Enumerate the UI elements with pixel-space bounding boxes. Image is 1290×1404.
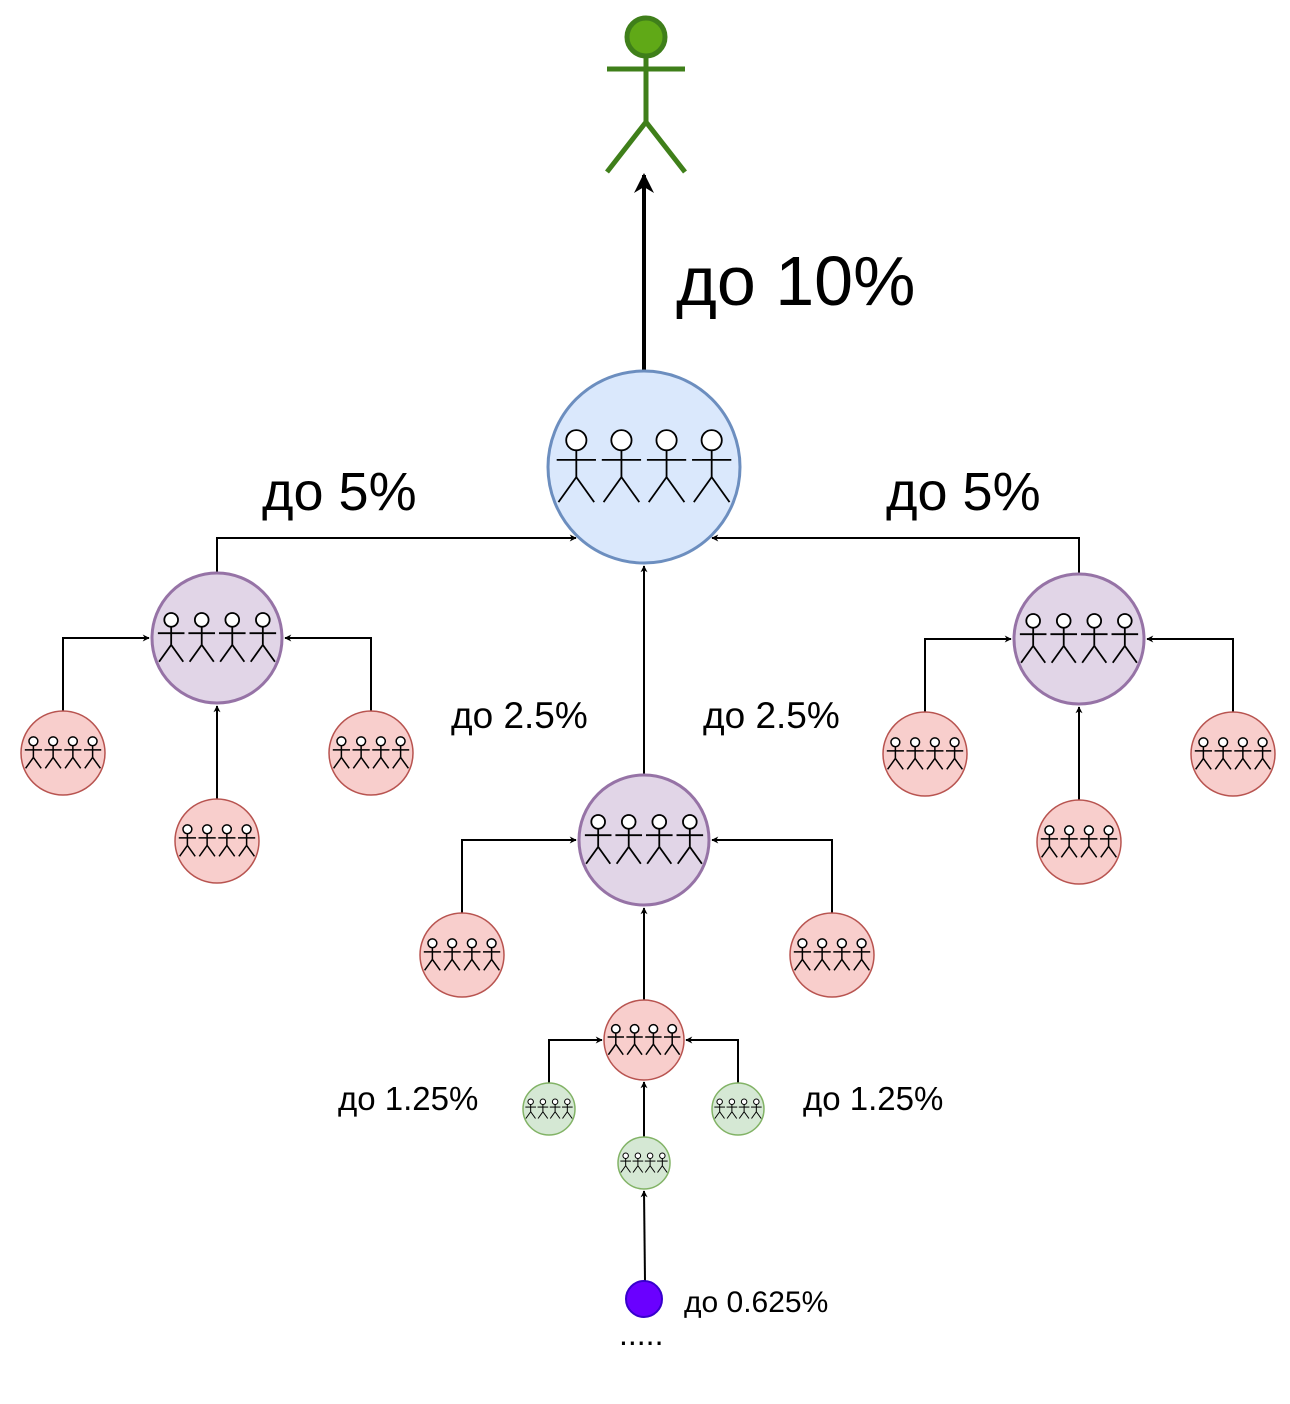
people-icon <box>607 1023 681 1056</box>
people-icon <box>1040 825 1118 858</box>
group-level3-right-a <box>882 711 968 797</box>
edge-la-to-left <box>62 634 150 711</box>
people-icon <box>620 1152 668 1173</box>
edge-ma-to-bottom <box>461 836 577 913</box>
edge-lb-to-left <box>284 634 372 711</box>
group-level3-left-c <box>174 798 260 884</box>
edge-ra-to-right <box>924 635 1012 712</box>
nodes <box>20 369 1276 1318</box>
group-level2-right <box>1012 572 1146 706</box>
label-level3-left: до 1.25% <box>338 1080 478 1117</box>
edge-left-to-center <box>216 534 577 573</box>
people-icon <box>1019 613 1139 664</box>
people-icon <box>24 736 102 769</box>
label-level1-left: до 5% <box>262 462 417 522</box>
people-icon <box>332 736 410 769</box>
label-level3-right: до 1.25% <box>803 1080 943 1117</box>
group-level4-c <box>617 1136 671 1190</box>
group-level3-mid-c <box>603 999 685 1081</box>
label-level4: до 0.625% <box>684 1286 828 1319</box>
ellipsis-more: ..... <box>619 1316 663 1352</box>
people-icon <box>178 824 256 857</box>
group-level3-left-a <box>20 710 106 796</box>
group-level1-center <box>546 369 742 565</box>
people-icon <box>157 612 277 663</box>
people-icon <box>1194 737 1272 770</box>
group-level3-left-b <box>328 710 414 796</box>
people-icon <box>525 1098 573 1119</box>
label-level1-right: до 5% <box>886 462 1041 522</box>
people-icon <box>423 938 501 971</box>
people-icon <box>556 429 732 503</box>
edge-right-to-center <box>711 534 1080 574</box>
edge-rb-to-right <box>1146 635 1234 712</box>
group-level4-a <box>522 1082 576 1136</box>
group-level4-b <box>711 1082 765 1136</box>
label-level2-left: до 2.5% <box>451 695 588 736</box>
people-icon <box>714 1098 762 1119</box>
group-level2-left <box>150 571 284 705</box>
edge-mb-to-bottom <box>711 836 833 913</box>
label-top-percent: до 10% <box>676 242 915 320</box>
people-icon <box>584 814 704 865</box>
edge-ga-to-mc <box>548 1036 603 1083</box>
edge-dot-to-gc <box>640 1190 648 1282</box>
member-dot <box>625 1280 663 1318</box>
label-level2-right: до 2.5% <box>703 695 840 736</box>
user-person-icon <box>605 15 687 174</box>
group-level3-right-c <box>1036 799 1122 885</box>
group-level3-right-b <box>1190 711 1276 797</box>
group-level3-mid-a <box>419 912 505 998</box>
group-level2-bottom <box>577 773 711 907</box>
people-icon <box>793 938 871 971</box>
edges <box>62 173 1234 1282</box>
people-icon <box>886 737 964 770</box>
group-level3-mid-b <box>789 912 875 998</box>
edge-gb-to-mc <box>685 1036 739 1083</box>
